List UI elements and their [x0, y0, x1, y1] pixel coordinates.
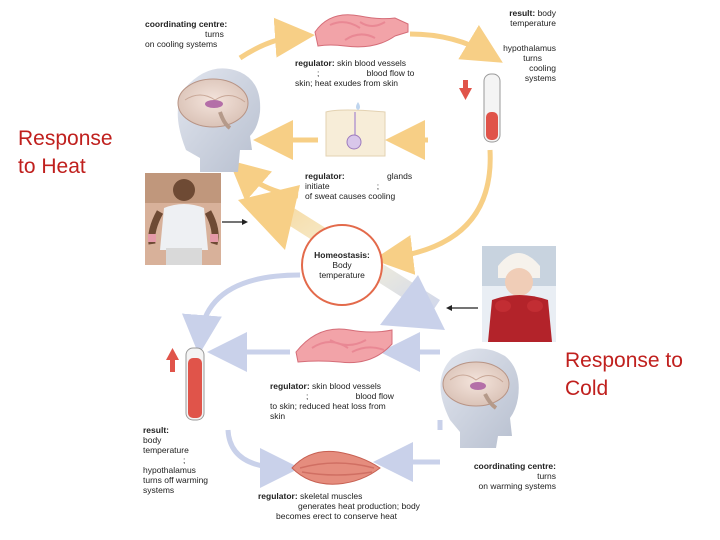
bottom-coord-centre-line3: on warming systems	[478, 481, 556, 491]
pointer-to-man-head	[242, 219, 248, 225]
bottom-regulator-vessels-text: regulator: skin blood vessels ; blood fl…	[270, 381, 394, 421]
top-hypothalamus-line4: systems	[524, 73, 556, 83]
top-result-line1-rest: body	[537, 8, 556, 18]
reg1-title: regulator:	[295, 58, 335, 68]
top-coord-centre-line2: turns	[205, 29, 224, 39]
homeostasis-text: Homeostasis: Body temperature	[302, 250, 382, 280]
blood-vessel-dilated-icon	[314, 14, 409, 48]
reg3-title: regulator:	[270, 381, 310, 391]
reg3-line4: skin	[270, 411, 286, 421]
top-hypothalamus-line3: cooling	[529, 63, 556, 73]
bottom-coord-centre-title: coordinating centre:	[473, 461, 556, 471]
response-cold-line1: Response to	[565, 349, 683, 372]
bottom-result-title: result:	[143, 425, 169, 435]
top-hypothalamus-line1: hypothalamus	[503, 43, 556, 53]
sweat-gland-icon	[325, 102, 386, 157]
arrow-down-icon	[459, 80, 472, 100]
top-result-text: result: body temperature	[470, 8, 556, 28]
reg2-title: regulator:	[305, 171, 345, 181]
reg2-line1-rest: glands	[387, 171, 413, 181]
homeostasis-line3: temperature	[319, 270, 365, 280]
bottom-result-line6: turns off warming	[143, 475, 209, 485]
top-coord-centre-title: coordinating centre:	[145, 19, 228, 29]
homeostasis-circle	[301, 224, 383, 306]
warm-arrow-to-homeostasis	[373, 149, 493, 275]
reg3-line2: ; blood flow	[306, 391, 394, 401]
reg2-line3: of sweat causes cooling	[305, 191, 396, 201]
cool-arrow-to-thermo	[181, 272, 301, 355]
reg2-line2: initiate ;	[305, 181, 380, 191]
top-hypothalamus-text: hypothalamus turns cooling systems	[470, 43, 556, 83]
bottom-result-line3: temperature	[143, 445, 189, 455]
reg1-line2: ; blood flow to	[317, 68, 415, 78]
warm-arrow-to-vessel	[238, 17, 315, 61]
homeostasis-title: Homeostasis:	[314, 250, 370, 260]
blood-vessel-constricted-icon	[295, 328, 393, 364]
response-to-heat-label: Response to Heat	[18, 125, 113, 181]
reg1-line1-rest: skin blood vessels	[337, 58, 407, 68]
top-hypothalamus-line2: turns	[523, 53, 542, 63]
reg4-line2: generates heat production; body	[298, 501, 420, 511]
arrow-up-icon	[166, 348, 179, 372]
homeostasis-line2: Body	[332, 260, 352, 270]
top-regulator-glands-text: regulator: glands initiate ; of sweat ca…	[305, 171, 412, 201]
skeletal-muscle-icon	[291, 450, 381, 485]
top-result-line2: temperature	[510, 18, 556, 28]
thermometer-high-icon	[483, 73, 501, 143]
reg4-line1-rest: skeletal muscles	[300, 491, 363, 501]
reg4-title: regulator:	[258, 491, 298, 501]
warm-arrow-to-result	[409, 24, 503, 63]
cold-girl-photo	[482, 246, 556, 342]
top-result-title: result:	[509, 8, 536, 18]
bottom-regulator-muscles-text: regulator: skeletal muscles generates he…	[258, 491, 420, 521]
hot-man-photo	[145, 173, 221, 265]
bottom-coord-centre-line2: turns	[537, 471, 556, 481]
top-result-line1: result: body	[470, 8, 556, 18]
bottom-coord-centre-text: coordinating centre: turns on warming sy…	[448, 461, 556, 491]
head-brain-top-icon	[177, 68, 261, 172]
top-regulator-vessels-text: regulator: skin blood vessels ; blood fl…	[295, 58, 414, 88]
reg4-line3: becomes erect to conserve heat	[276, 511, 397, 521]
top-coord-centre-line3: on cooling systems	[145, 39, 218, 49]
bottom-result-line5: hypothalamus	[143, 465, 196, 475]
bottom-result-text: result: body temperature ; hypothalamus …	[143, 425, 208, 495]
cool-cycle-arrows	[181, 272, 443, 488]
reg1-line3: skin; heat exudes from skin	[295, 78, 398, 88]
response-to-cold-label: Response to Cold	[565, 347, 683, 403]
response-heat-line1: Response	[18, 127, 113, 150]
top-coord-centre-text: coordinating centre: turns on cooling sy…	[145, 19, 227, 49]
head-brain-bottom-icon	[440, 348, 519, 448]
bottom-result-line2: body	[143, 435, 162, 445]
reg3-line3: to skin; reduced heat loss from	[270, 401, 386, 411]
bottom-result-line4: ;	[183, 455, 186, 465]
big-arrow-head-warm	[238, 185, 300, 250]
pointer-to-girl-head	[446, 305, 452, 311]
bottom-result-line7: systems	[143, 485, 175, 495]
big-arrow-head-cool	[380, 275, 445, 330]
reg3-line1-rest: skin blood vessels	[312, 381, 382, 391]
response-cold-line2: Cold	[565, 377, 609, 400]
thermometer-low-icon	[185, 347, 205, 421]
cool-arrow-to-muscle	[225, 429, 300, 488]
response-heat-line2: to Heat	[18, 155, 86, 178]
